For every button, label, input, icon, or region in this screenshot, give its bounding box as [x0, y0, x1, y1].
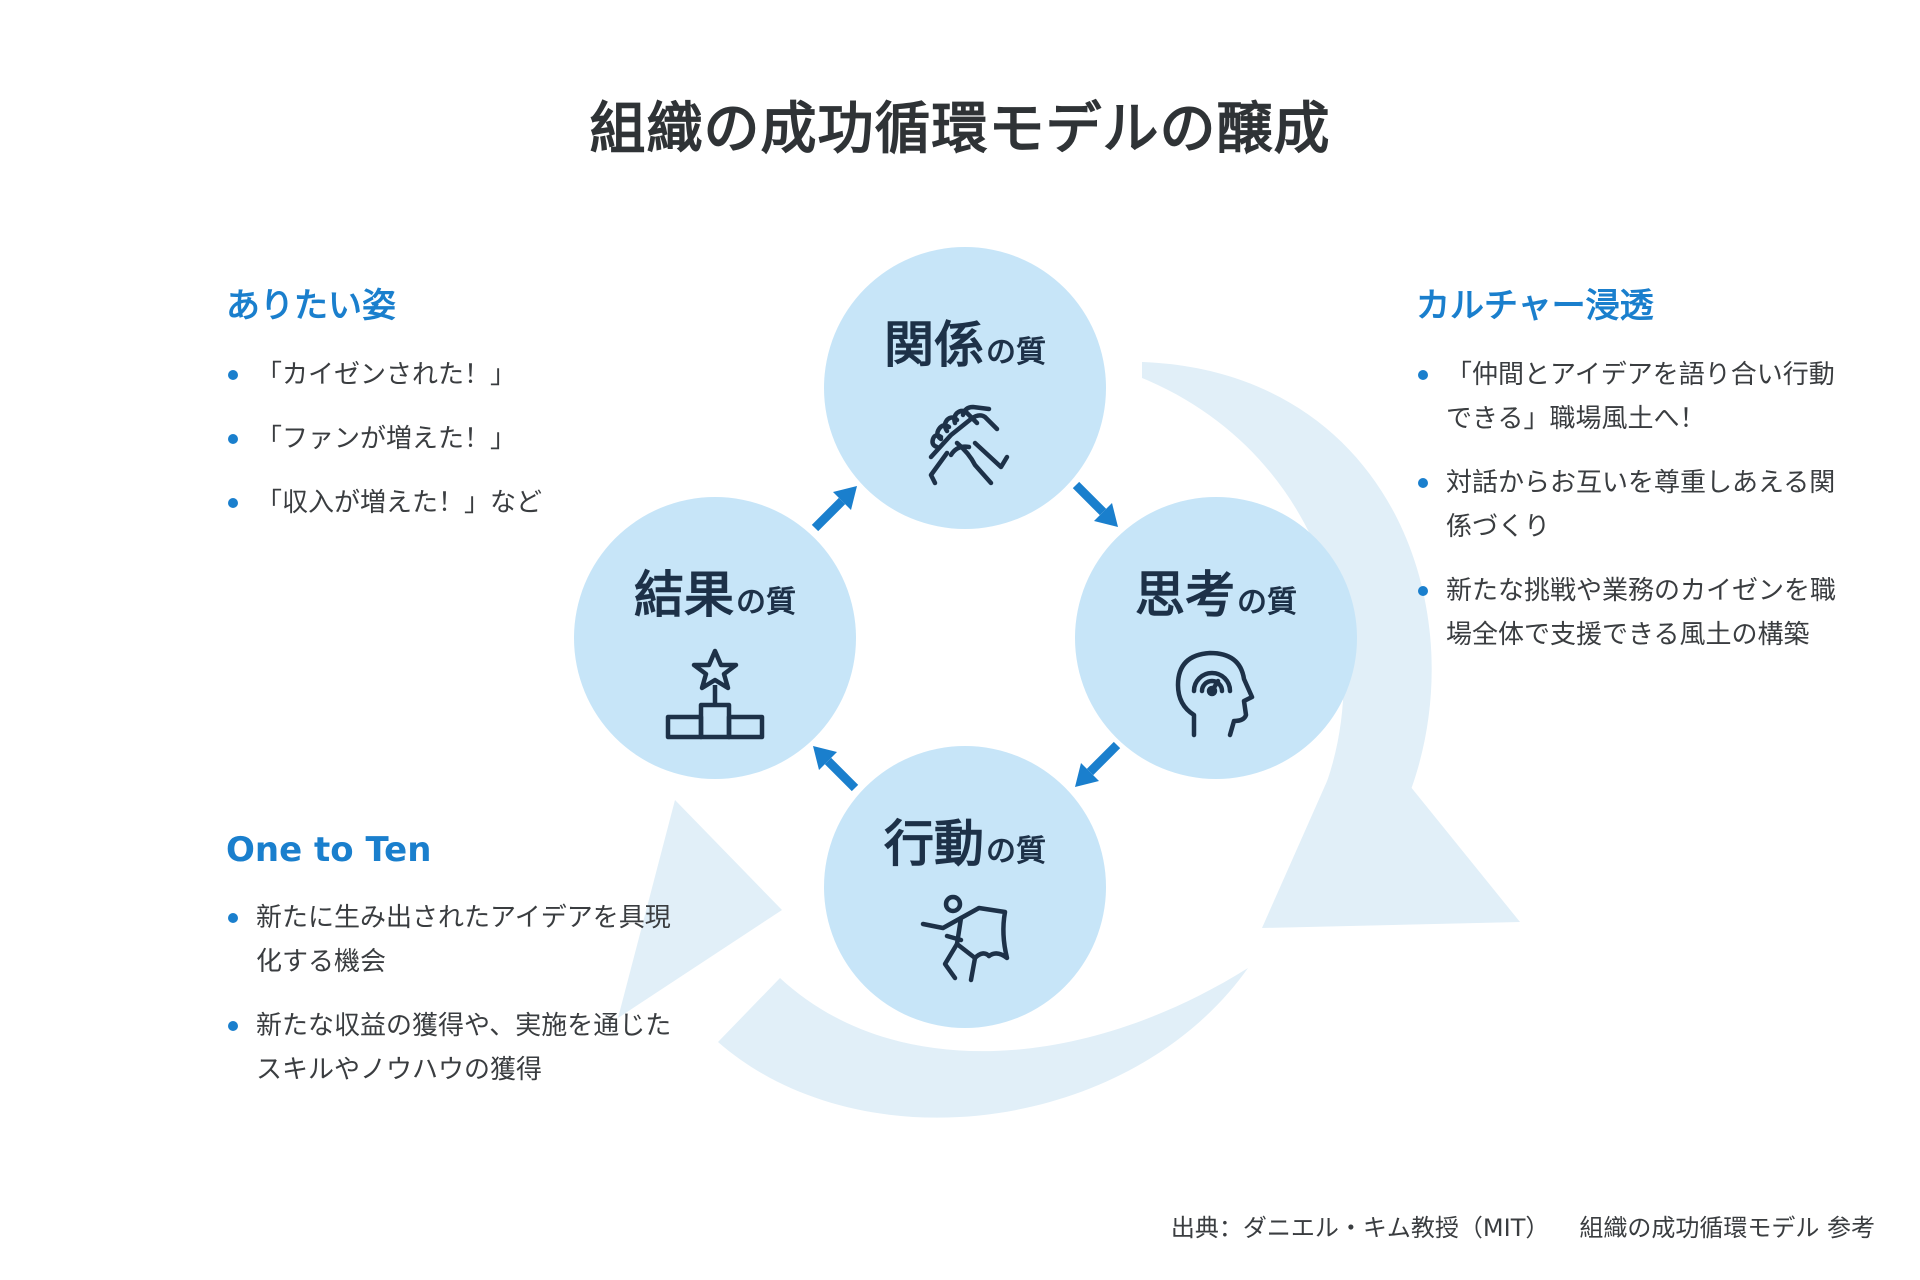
big-arrow-left-head	[618, 800, 782, 1018]
node-main-label: 結果	[634, 566, 734, 624]
node-sub-label: の質	[1237, 585, 1297, 620]
culture-list: 「仲間とアイデアを語り合い行動できる」職場風土へ！ 対話からお互いを尊重しあえる…	[1416, 353, 1846, 657]
podium-star-icon	[665, 648, 765, 740]
node-title: 結果の質	[634, 555, 796, 627]
node-sub-label: の質	[986, 834, 1046, 869]
ideal-state-list: 「カイゼンされた！」 「ファンが増えた！」 「収入が増えた！」など	[226, 353, 626, 525]
list-item: 「仲間とアイデアを語り合い行動できる」職場風土へ！	[1416, 353, 1846, 441]
head-gauge-icon	[1175, 650, 1255, 738]
node-relationship-quality: 関係の質	[824, 247, 1106, 529]
ideal-state-block: ありたい姿 「カイゼンされた！」 「ファンが増えた！」 「収入が増えた！」など	[226, 278, 626, 545]
node-title: 思考の質	[1135, 555, 1297, 627]
arrow-result-to-relation	[811, 486, 857, 532]
node-title: 関係の質	[884, 305, 1046, 377]
node-main-label: 行動	[884, 815, 984, 873]
list-item: 「収入が増えた！」など	[226, 481, 626, 525]
list-item: 新たな挑戦や業務のカイゼンを職場全体で支援できる風土の構築	[1416, 569, 1846, 657]
node-action-quality: 行動の質	[824, 746, 1106, 1028]
culture-heading: カルチャー浸透	[1416, 286, 1654, 326]
one-to-ten-heading: One to Ten	[226, 830, 432, 870]
handshake-icon	[928, 404, 1010, 486]
list-item: 新たに生み出されたアイデアを具現化する機会	[226, 896, 676, 984]
source-label: 出典：ダニエル・キム教授（MIT）	[1170, 1214, 1550, 1242]
list-item: 新たな収益の獲得や、実施を通じたスキルやノウハウの獲得	[226, 1004, 676, 1092]
node-main-label: 関係	[884, 316, 984, 374]
hero-icon	[920, 894, 1010, 983]
culture-block: カルチャー浸透 「仲間とアイデアを語り合い行動できる」職場風土へ！ 対話からお互…	[1416, 278, 1846, 677]
big-arrow-right-head	[1262, 718, 1520, 928]
list-item: 「ファンが増えた！」	[226, 417, 626, 461]
one-to-ten-list: 新たに生み出されたアイデアを具現化する機会 新たな収益の獲得や、実施を通じたスキ…	[226, 896, 676, 1092]
page-title: 組織の成功循環モデルの醸成	[589, 97, 1331, 162]
node-title: 行動の質	[884, 804, 1046, 876]
node-sub-label: の質	[736, 585, 796, 620]
source-citation: 出典：ダニエル・キム教授（MIT） 組織の成功循環モデル 参考	[1171, 1208, 1875, 1243]
big-arrow-left-arc	[718, 968, 1248, 1118]
list-item: 「カイゼンされた！」	[226, 353, 626, 397]
big-arrow-right-arc	[1142, 362, 1432, 812]
list-item: 対話からお互いを尊重しあえる関係づくり	[1416, 461, 1846, 549]
node-sub-label: の質	[986, 335, 1046, 370]
node-thinking-quality: 思考の質	[1075, 497, 1357, 779]
arrow-action-to-result	[813, 746, 859, 792]
node-main-label: 思考	[1135, 566, 1235, 624]
arrow-thinking-to-action	[1075, 741, 1121, 787]
node-result-quality: 結果の質	[574, 497, 856, 779]
source-note: 組織の成功循環モデル 参考	[1579, 1214, 1875, 1242]
ideal-state-heading: ありたい姿	[226, 286, 396, 326]
arrow-relation-to-thinking	[1072, 481, 1118, 527]
one-to-ten-block: One to Ten 新たに生み出されたアイデアを具現化する機会 新たな収益の獲…	[226, 830, 676, 1112]
